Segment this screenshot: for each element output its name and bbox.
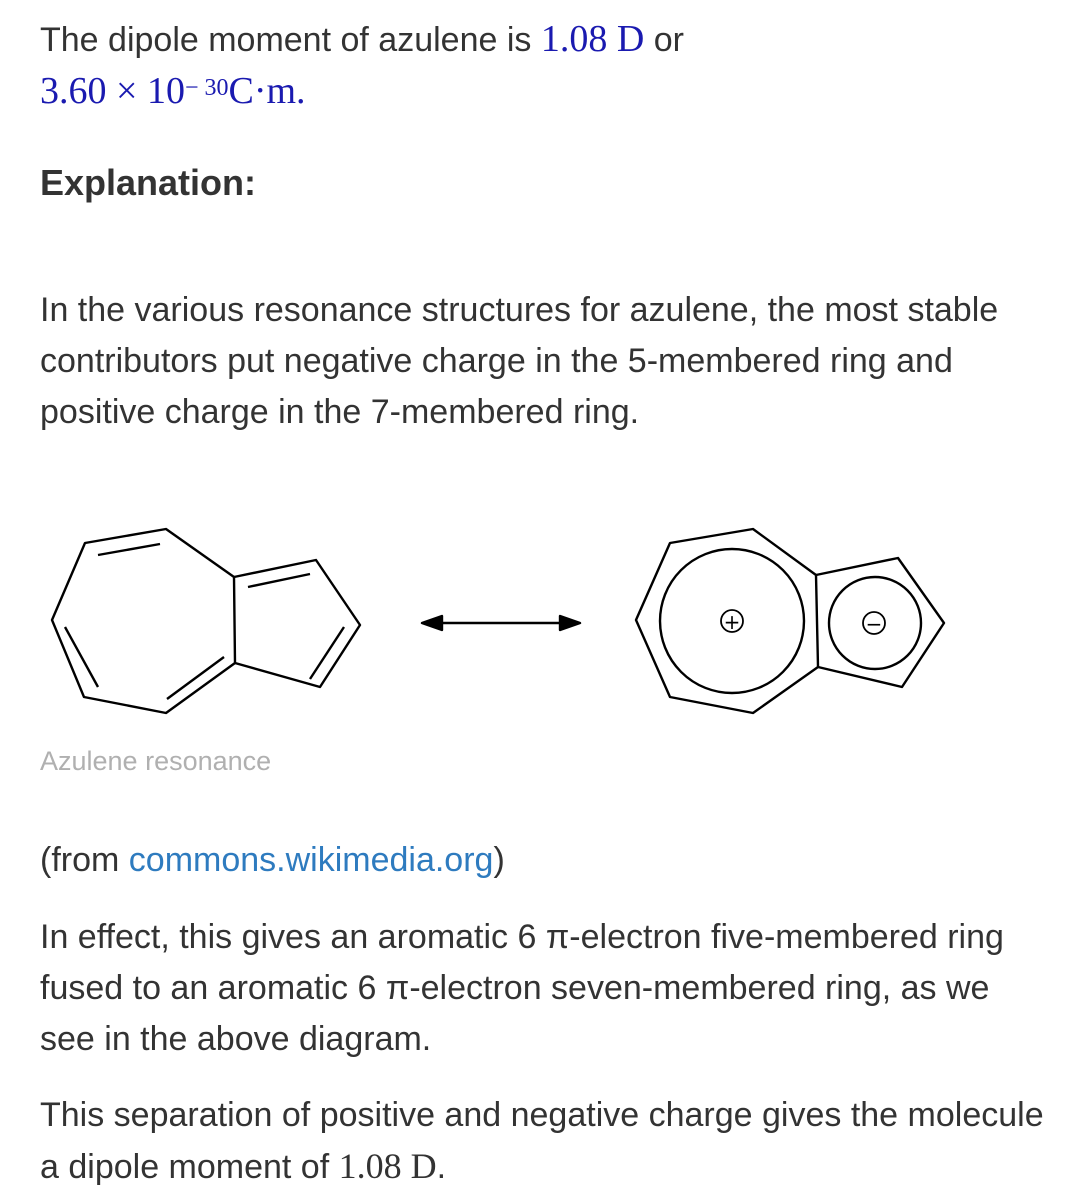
five-membered-ring-right — [815, 556, 946, 689]
minus-charge-symbol: − — [866, 612, 883, 636]
aromatic-paragraph: In effect, this gives an aromatic 6 π-el… — [40, 918, 1004, 1058]
intro-paragraph: The dipole moment of azulene is 1.08 D o… — [40, 14, 1050, 122]
minus-charge-icon — [862, 611, 886, 635]
wikimedia-link[interactable]: commons.wikimedia.org — [128, 841, 494, 879]
dipole-value-debye: 1.08 D — [540, 18, 645, 60]
dipole-value-final: 1.08 D — [338, 1146, 437, 1186]
resonance-paragraph: In the various resonance structures for … — [40, 291, 999, 431]
source-line: (from commons.wikimedia.org) — [40, 841, 505, 879]
figure-caption: Azulene resonance — [40, 746, 272, 776]
explanation-heading: Explanation: — [40, 162, 257, 203]
seven-membered-ring-right — [634, 527, 820, 715]
plus-charge-icon — [720, 609, 744, 633]
five-ring-aromatic-circle — [827, 575, 923, 671]
dipole-value-si: 3.60 × 10− 30C·m. — [40, 70, 306, 112]
azulene-resonance-diagram: + − — [50, 527, 946, 715]
seven-ring-aromatic-circle — [658, 547, 806, 695]
five-membered-ring-left — [233, 558, 362, 689]
intro-text: The dipole moment of azulene is — [40, 21, 541, 59]
intro-or: or — [644, 21, 684, 59]
plus-charge-symbol: + — [724, 610, 741, 634]
dipole-paragraph: This separation of positive and negative… — [40, 1096, 1044, 1186]
seven-membered-ring-left — [50, 527, 237, 715]
